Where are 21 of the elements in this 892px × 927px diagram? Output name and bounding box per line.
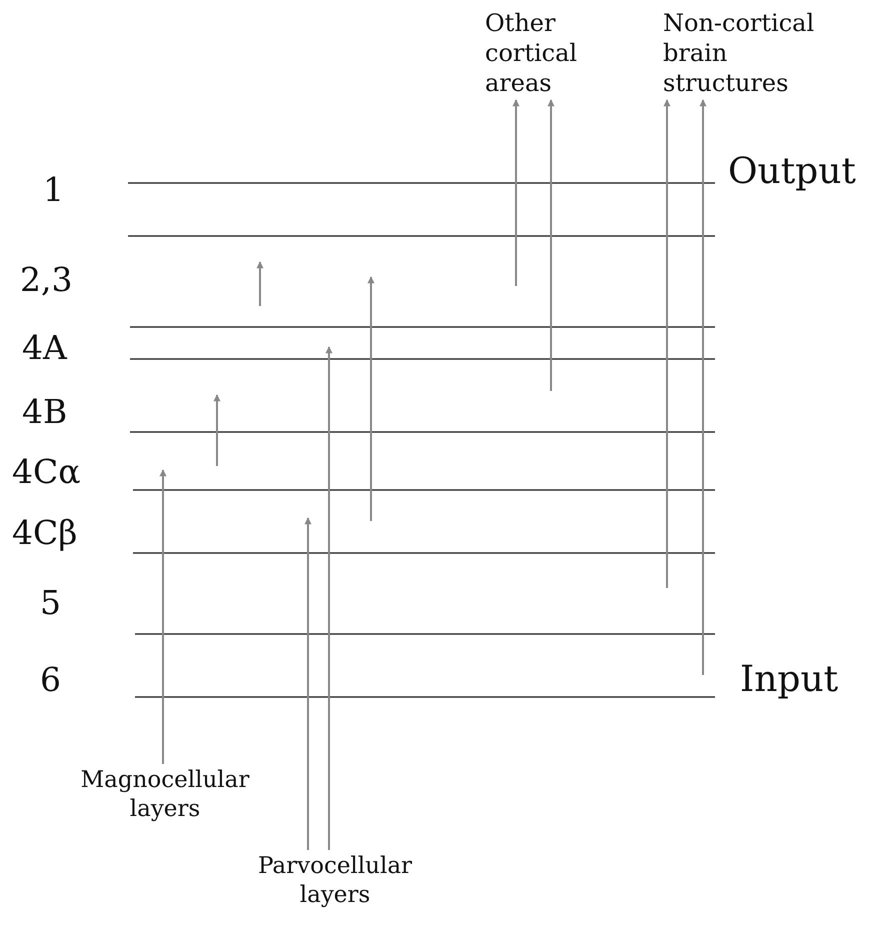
layer-label: 4Cα bbox=[12, 454, 81, 490]
arrow bbox=[664, 99, 670, 588]
layer-label: 1 bbox=[43, 172, 64, 208]
arrow bbox=[304, 517, 312, 850]
pathway-label: Other cortical areas bbox=[485, 8, 615, 98]
layer-label: 4Cβ bbox=[12, 515, 78, 552]
pathway-label: Non-cortical brain structures bbox=[663, 8, 848, 98]
arrow bbox=[548, 99, 554, 391]
arrow bbox=[700, 99, 706, 675]
pathway-label: Parvocellular layers bbox=[225, 852, 445, 910]
arrow bbox=[512, 99, 520, 286]
arrow bbox=[160, 469, 166, 764]
layer-label: 5 bbox=[40, 585, 61, 622]
layer-label: 4B bbox=[22, 394, 68, 430]
layer-label: 2,3 bbox=[20, 262, 72, 298]
layer-label: 6 bbox=[40, 662, 61, 698]
arrow bbox=[326, 346, 332, 850]
layer-label: 4A bbox=[22, 330, 67, 366]
flow-label: Input bbox=[740, 660, 838, 700]
flow-label: Output bbox=[728, 152, 856, 192]
pathway-label: Magnocellular layers bbox=[50, 766, 280, 824]
